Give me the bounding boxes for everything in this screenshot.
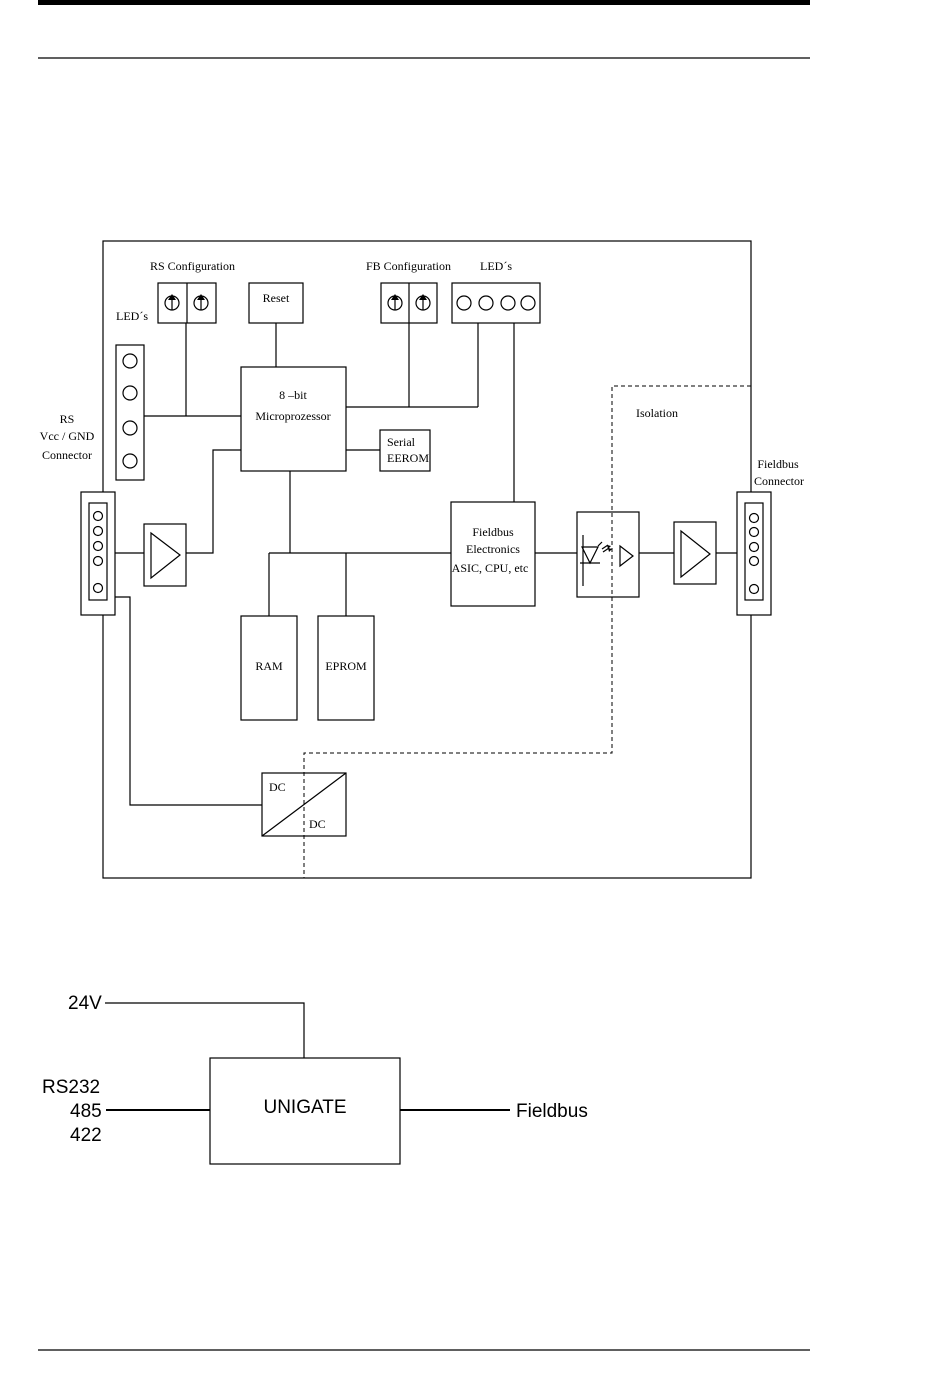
serial-eerom-label-line-1: Serial: [387, 435, 416, 449]
microprocessor-label-line-2: Microprozessor: [255, 409, 330, 423]
left-led-block: [116, 345, 144, 480]
rs-connector: [81, 492, 115, 615]
fieldbus-electronics-line-3: ASIC, CPU, etc: [452, 561, 529, 575]
rs-connector-label-line-1: RS: [60, 412, 75, 426]
rs-connector-label: RS Vcc / GND Connector: [40, 412, 95, 462]
rs-amplifier: [144, 524, 186, 586]
fb-configuration-label: FB Configuration: [366, 259, 451, 273]
interface-485-label: 485: [70, 1101, 102, 1122]
rs-connector-label-line-2: Vcc / GND: [40, 429, 95, 443]
rs-config-switch-block: [158, 283, 216, 323]
interface-rs232-label: RS232: [42, 1077, 100, 1098]
overview-diagram: 24V RS232 485 422 UNIGATE Fieldbus: [42, 993, 588, 1164]
leds-left-label: LED´s: [116, 309, 148, 323]
rs-connector-label-line-3: Connector: [42, 448, 92, 462]
board-outline: [103, 241, 751, 878]
dc-output-label: DC: [309, 817, 326, 831]
leds-top-label: LED´s: [480, 259, 512, 273]
interface-422-label: 422: [70, 1125, 102, 1146]
connection-wires: [115, 323, 737, 805]
ram-label: RAM: [255, 659, 283, 673]
fb-config-switch-block: [381, 283, 437, 323]
optocoupler: [577, 512, 639, 597]
microprocessor-label-line-1: 8 –bit: [279, 388, 307, 402]
block-diagram: RS Configuration Reset FB Configuration: [40, 241, 804, 878]
fieldbus-label: Fieldbus: [516, 1101, 588, 1122]
top-led-block: [452, 283, 540, 323]
fieldbus-amplifier: [674, 522, 716, 584]
serial-eerom-label-line-2: EEROM: [387, 451, 429, 465]
fieldbus-connector: [737, 492, 771, 615]
reset-label: Reset: [263, 291, 290, 305]
power-wire: [105, 1003, 304, 1058]
dc-input-label: DC: [269, 780, 286, 794]
fieldbus-electronics-line-1: Fieldbus: [472, 525, 514, 539]
rs-configuration-label: RS Configuration: [150, 259, 235, 273]
fieldbus-electronics-line-2: Electronics: [466, 542, 520, 556]
power-24v-label: 24V: [68, 993, 102, 1014]
header-thick-rule: [38, 0, 810, 5]
eprom-label: EPROM: [325, 659, 367, 673]
fieldbus-connector-label-line-2: Connector: [754, 474, 804, 488]
unigate-label: UNIGATE: [263, 1097, 346, 1118]
fieldbus-connector-label-line-1: Fieldbus: [757, 457, 799, 471]
isolation-label: Isolation: [636, 406, 678, 420]
